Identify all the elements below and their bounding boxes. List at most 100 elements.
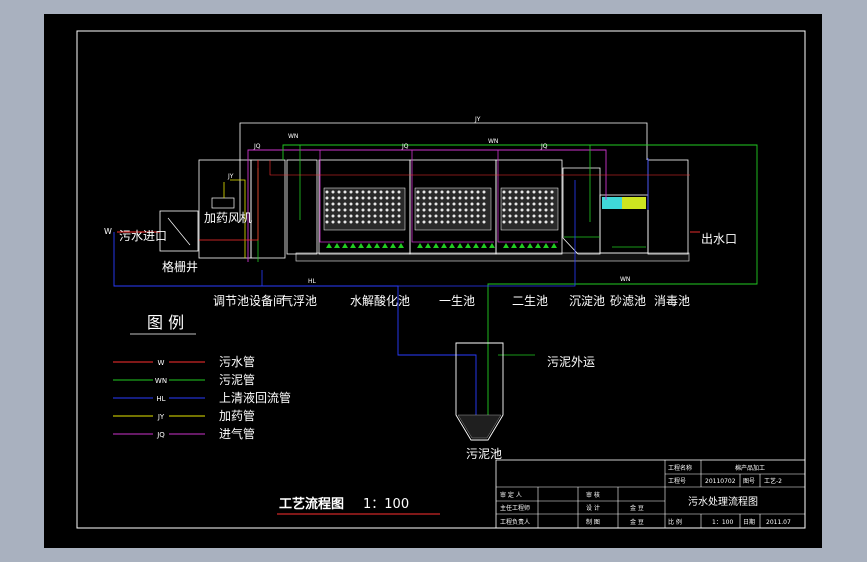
media-dot — [434, 220, 438, 224]
media-dot — [355, 208, 359, 212]
drawing-canvas — [44, 14, 822, 548]
media-dot — [422, 202, 426, 206]
screen-well — [159, 210, 199, 252]
aerator — [366, 243, 372, 248]
tb-row1-stage: 审 核 — [586, 491, 600, 499]
media-dot — [446, 190, 450, 194]
media-dot — [331, 220, 335, 224]
media-dot — [508, 190, 512, 194]
media-dot — [544, 196, 548, 200]
media-dot — [476, 196, 480, 200]
aerator — [519, 243, 525, 248]
unit-label-sand-filter: 砂滤池 — [610, 294, 646, 308]
media-dot — [428, 220, 432, 224]
aerator — [527, 243, 533, 248]
media-dot — [446, 214, 450, 218]
media-dot — [434, 202, 438, 206]
media-dot — [532, 190, 536, 194]
tb-row1-role: 审 定 人 — [500, 491, 522, 499]
media-dot — [355, 202, 359, 206]
pipe-tag-wn-3: WN — [620, 276, 630, 283]
media-dot — [349, 214, 353, 218]
media-dot — [470, 196, 474, 200]
inlet-label: 污水进口 — [119, 229, 167, 243]
sludge-tank — [455, 342, 504, 441]
media-dot — [391, 220, 395, 224]
aerator — [473, 243, 479, 248]
aerator — [503, 243, 509, 248]
media-dot — [550, 208, 554, 212]
media-dot — [476, 214, 480, 218]
media-dot — [446, 202, 450, 206]
legend-code: JY — [157, 413, 165, 421]
unit-label-air-flotation: 气浮池 — [281, 293, 317, 308]
media-dot — [470, 202, 474, 206]
media-dot — [361, 208, 365, 212]
aerator — [535, 243, 541, 248]
media-dot — [373, 196, 377, 200]
aerator — [350, 243, 356, 248]
media-dot — [343, 190, 347, 194]
aerator — [334, 243, 340, 248]
media-dot — [464, 208, 468, 212]
media-dot — [397, 214, 401, 218]
media-dot — [440, 190, 444, 194]
aerator — [358, 243, 364, 248]
return-main — [113, 232, 477, 430]
media-dot — [446, 208, 450, 212]
media-dot — [355, 196, 359, 200]
aerator — [382, 243, 388, 248]
media-dot — [476, 208, 480, 212]
media-dot — [538, 190, 542, 194]
media-dot — [337, 214, 341, 218]
media-dot — [331, 202, 335, 206]
media-dot — [502, 202, 506, 206]
media-dot — [325, 214, 329, 218]
media-dot — [337, 190, 341, 194]
pipe-tag-jy: JY — [474, 116, 481, 123]
media-dot — [446, 220, 450, 224]
media-dot — [458, 202, 462, 206]
tb-row2-stage: 设 计 — [586, 504, 600, 512]
media-dot — [367, 202, 371, 206]
media-dot — [373, 190, 377, 194]
media-dot — [391, 214, 395, 218]
ground-slab — [295, 252, 690, 262]
media-dot — [526, 190, 530, 194]
media-dot — [361, 196, 365, 200]
media-dot — [325, 196, 329, 200]
media-dot — [337, 202, 341, 206]
equipment-room — [250, 159, 286, 259]
media-dot — [373, 214, 377, 218]
media-dot — [361, 190, 365, 194]
media-dot — [379, 220, 383, 224]
media-dot — [550, 202, 554, 206]
media-dot — [550, 196, 554, 200]
media-dot — [526, 202, 530, 206]
drawing-title: 工艺流程图 — [279, 496, 344, 512]
media-dot — [514, 208, 518, 212]
media-dot — [508, 208, 512, 212]
media-dot — [379, 202, 383, 206]
media-dot — [452, 202, 456, 206]
media-dot — [379, 214, 383, 218]
legend-code: WN — [155, 377, 167, 385]
media-dot — [538, 220, 542, 224]
media-dot — [470, 190, 474, 194]
media-dot — [452, 220, 456, 224]
media-dot — [361, 202, 365, 206]
media-dot — [331, 214, 335, 218]
media-dot — [452, 214, 456, 218]
media-dot — [391, 208, 395, 212]
treatment-train — [159, 159, 690, 262]
legend-label: 污水管 — [219, 354, 255, 369]
media-dot — [520, 190, 524, 194]
media-dot — [434, 190, 438, 194]
media-dot — [428, 208, 432, 212]
media-dot — [325, 202, 329, 206]
media-dot — [325, 220, 329, 224]
secondary-bio-tank — [495, 159, 563, 255]
media-dot — [367, 220, 371, 224]
media-dot — [373, 208, 377, 212]
media-dot — [458, 190, 462, 194]
